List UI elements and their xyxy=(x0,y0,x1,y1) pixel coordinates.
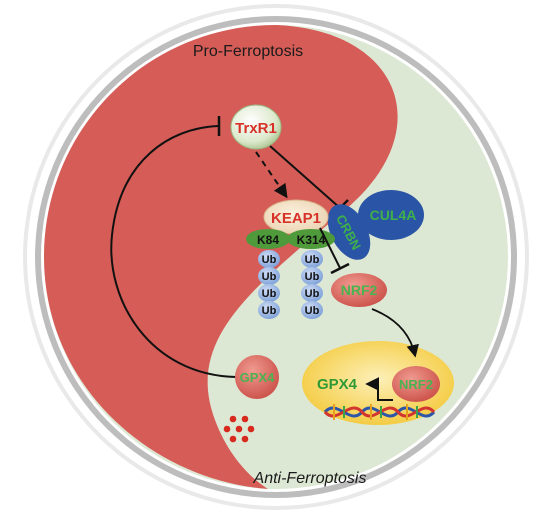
ub-label: Ub xyxy=(305,305,320,317)
cul4a-node xyxy=(358,190,424,240)
k84-label: K84 xyxy=(257,233,279,247)
gpx4-node xyxy=(235,355,279,399)
keap1-inhibits-nrf2 xyxy=(319,227,341,269)
gpx4-gene-label: GPX4 xyxy=(317,376,358,393)
pro-ferroptosis-label: Pro-Ferroptosis xyxy=(193,43,303,60)
ub-label: Ub xyxy=(262,288,277,300)
nucleus-nrf2-node xyxy=(392,366,440,402)
transcription-arrow xyxy=(365,377,393,401)
trxr1-inhibits-crbn xyxy=(269,145,341,209)
k314-label: K314 xyxy=(297,233,326,247)
activation-arrow xyxy=(255,151,288,199)
nucleus-nrf2-label: NRF2 xyxy=(399,377,433,392)
trxr1-label: TrxR1 xyxy=(235,120,277,137)
trxr1-node xyxy=(230,104,282,150)
ub-chain-right: Ub Ub Ub Ub xyxy=(301,250,323,319)
cul4a-label: CUL4A xyxy=(370,207,417,223)
k84-site xyxy=(246,229,290,249)
ub-label: Ub xyxy=(262,254,277,266)
anti-ferroptosis-label: Anti-Ferroptosis xyxy=(253,470,367,487)
nrf2-translocation-arrow xyxy=(371,308,419,358)
ub-label: Ub xyxy=(305,288,320,300)
ub-label: Ub xyxy=(262,271,277,283)
nrf2-node xyxy=(331,273,387,307)
ub-chain-left: Ub Ub Ub Ub xyxy=(258,250,280,319)
crbn-node: CRBN xyxy=(327,204,371,260)
ub-label: Ub xyxy=(262,305,277,317)
iron-dots-icon xyxy=(223,415,255,443)
gpx4-inhibits-trxr1-loop xyxy=(110,125,237,378)
ub-label: Ub xyxy=(305,271,320,283)
inhibition-arrow xyxy=(330,262,350,275)
ub-label: Ub xyxy=(305,254,320,266)
keap1-label: KEAP1 xyxy=(271,210,321,227)
gpx4-label: GPX4 xyxy=(240,370,275,385)
pro-ferroptosis-region xyxy=(44,25,398,489)
nrf2-label: NRF2 xyxy=(341,282,378,298)
dna-helix-icon xyxy=(323,404,436,420)
